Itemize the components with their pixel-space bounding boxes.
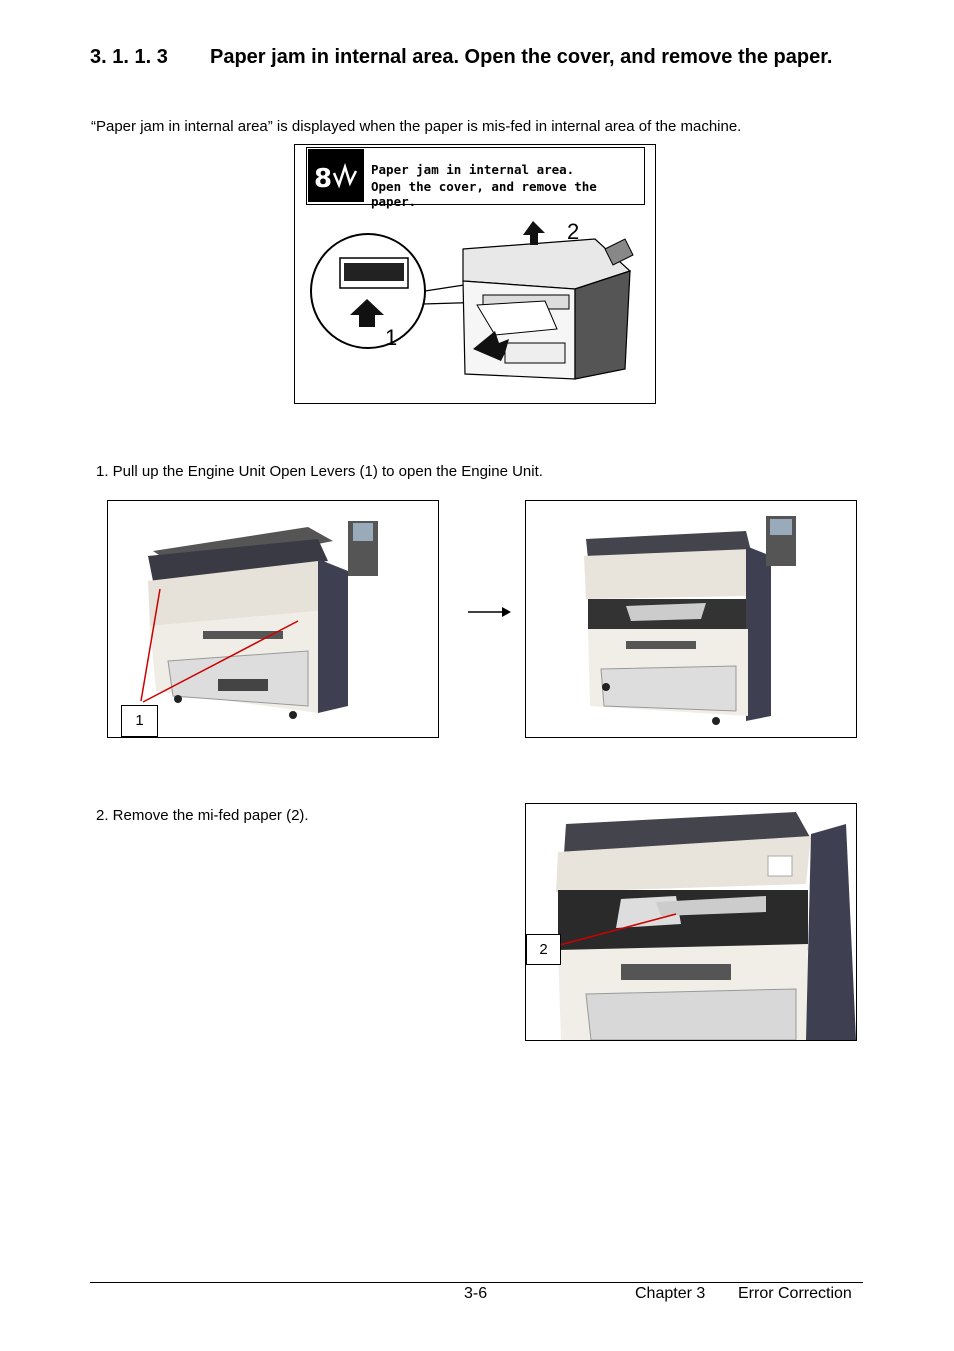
section-title: Paper jam in internal area. Open the cov…	[210, 46, 833, 68]
lever-and-machine-drawing: 1 2	[310, 219, 634, 380]
section-heading: 3. 1. 1. 3 Paper jam in internal area. O…	[90, 44, 870, 71]
section-number: 3. 1. 1. 3	[90, 46, 168, 68]
illustration-callout-2: 2	[567, 219, 579, 244]
step-2-text: 2. Remove the mi-fed paper (2).	[96, 807, 309, 824]
photo-misfed-paper: 2	[525, 803, 857, 1041]
photo-callout-1: 1	[121, 705, 158, 737]
error-display-illustration: 8 Paper jam in internal area. Open the c…	[294, 144, 656, 404]
step-1-text: 1. Pull up the Engine Unit Open Levers (…	[96, 463, 543, 480]
photo-callout-2: 2	[526, 934, 561, 965]
footer-chapter: Chapter 3	[635, 1285, 706, 1302]
paper-jam-icon: 8	[308, 149, 364, 202]
error-line-2: Open the cover, and remove the paper.	[371, 179, 597, 209]
footer-rule	[90, 1282, 863, 1283]
error-line-1: Paper jam in internal area.	[371, 162, 575, 177]
illustration-callout-1: 1	[385, 325, 397, 350]
intro-paragraph: “Paper jam in internal area” is displaye…	[91, 118, 742, 135]
photo-machine-closed: 1	[107, 500, 439, 738]
arrow-right-icon	[468, 607, 511, 617]
photo-machine-open	[525, 500, 857, 738]
page-number: 3-6	[464, 1285, 488, 1302]
error-message-box: 8 Paper jam in internal area. Open the c…	[306, 147, 645, 209]
footer-section: Error Correction	[738, 1285, 852, 1302]
svg-text:8: 8	[314, 164, 332, 194]
